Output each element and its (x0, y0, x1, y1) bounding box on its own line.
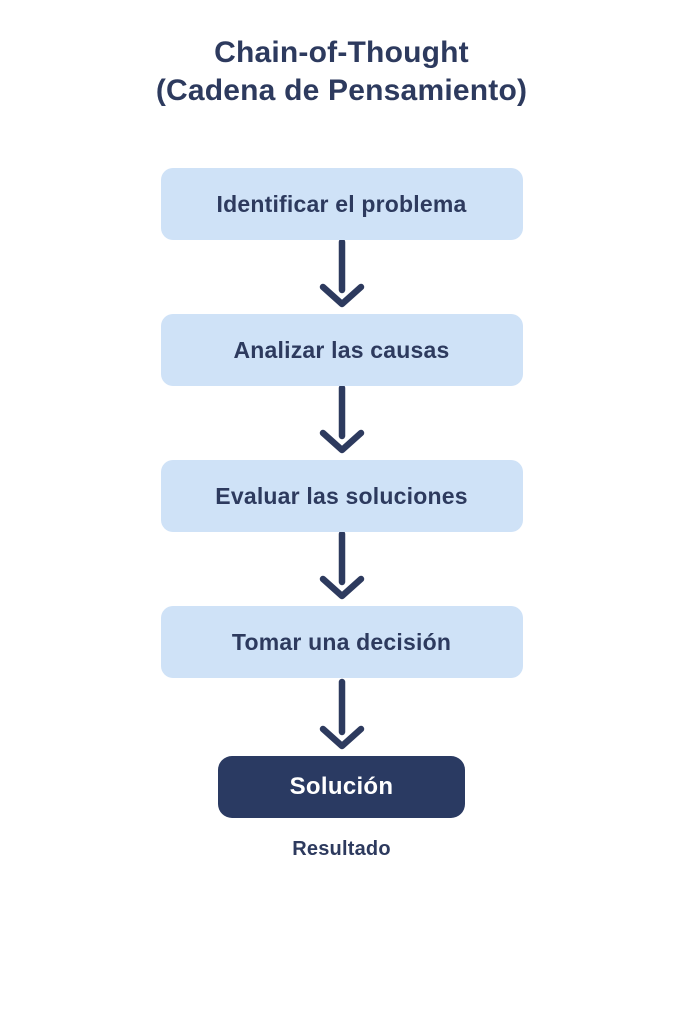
solution-box: Solución (218, 756, 465, 818)
flow-step-label: Tomar una decisión (231, 628, 452, 655)
arrow-down-icon (319, 386, 364, 454)
flow-step-label: Identificar el problema (216, 190, 467, 217)
diagram-title-line1: Chain-of-Thought (214, 36, 469, 69)
diagram-title-line2: (Cadena de Pensamiento) (155, 74, 528, 107)
flow-step-box-2: Analizar las causas (160, 314, 523, 386)
arrow-down-icon (319, 532, 364, 600)
flow-step-box-1: Identificar el problema (160, 168, 523, 240)
diagram-title: Chain-of-Thought (Cadena de Pensamiento) (156, 34, 527, 110)
result-caption: Resultado (292, 838, 391, 860)
flow-step-label: Analizar las causas (233, 336, 450, 363)
solution-label: Solución (289, 773, 394, 800)
flow-step-label: Evaluar las soluciones (215, 482, 468, 509)
flow-step-box-4: Tomar una decisión (160, 606, 523, 678)
flowchart: Identificar el problema Analizar las cau… (160, 168, 523, 861)
arrow-down-icon (319, 240, 364, 308)
flow-step-box-3: Evaluar las soluciones (160, 460, 523, 532)
arrow-down-icon (319, 678, 364, 750)
